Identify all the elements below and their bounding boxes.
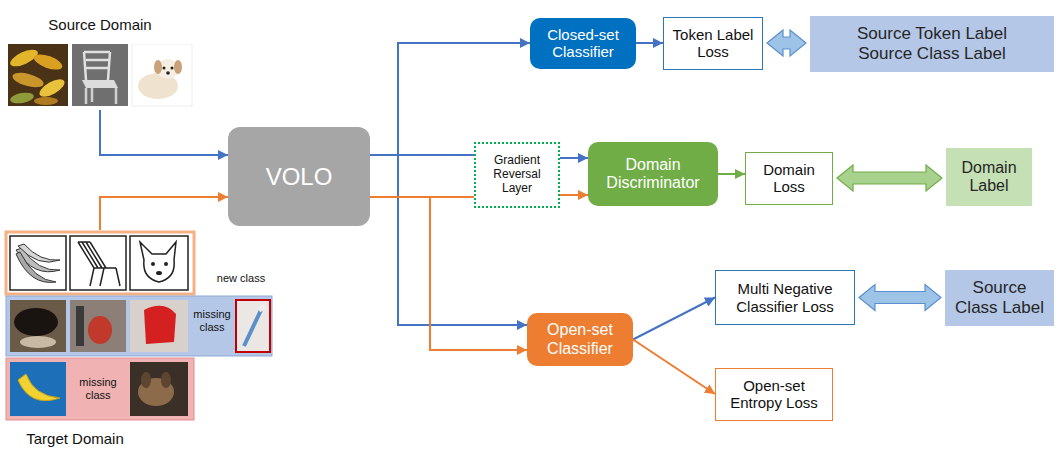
box-text: Domain Label: [952, 159, 1026, 196]
box-text: Domain Discriminator: [594, 156, 712, 193]
label-box: Domain Label: [946, 148, 1032, 206]
flow-arrow: [370, 197, 527, 350]
illustration-shape: [6, 358, 194, 420]
backbone-box: VOLO: [228, 127, 370, 226]
illustration-shape: [8, 44, 68, 106]
box-text: Gradient Reversal Layer: [481, 154, 553, 195]
illustration-shape: [244, 308, 262, 346]
flow-arrow: [100, 110, 228, 155]
box-text: Multi Negative Classifier Loss: [722, 280, 848, 315]
box-text: VOLO: [266, 163, 333, 191]
illustration-shape: [6, 296, 272, 356]
illustration-shape: [132, 44, 192, 106]
illustration-shape: [236, 300, 270, 352]
illustration-shape: [70, 236, 126, 290]
flow-arrow: [718, 173, 745, 175]
illustration-shape: [32, 51, 64, 73]
flow-arrow: [560, 157, 588, 159]
illustration-shape: [37, 76, 67, 100]
illustration-shape: [130, 300, 188, 352]
loss-box: Domain Loss: [745, 152, 833, 205]
illustration-shape: [16, 252, 56, 282]
box-text: Closed-set Classifier: [536, 26, 630, 61]
illustration-shape: [18, 374, 60, 401]
illustration-shape: [10, 300, 66, 352]
source-image-group: Source Domain: [6, 16, 194, 110]
illustration-shape: [130, 362, 188, 416]
illustration-shape: [78, 242, 120, 286]
target-image-group: new class missing class missing classTarge…: [4, 230, 274, 452]
illustration-shape: [163, 67, 166, 70]
illustration-shape: [259, 306, 266, 310]
loss-box: Token Label Loss: [663, 17, 763, 70]
illustration-shape: [171, 67, 174, 70]
illustration-shape: [10, 236, 66, 290]
text-holder: Source Domain: [6, 16, 194, 33]
illustration-shape: [11, 70, 45, 90]
illustration-shape: [20, 336, 56, 348]
illustration-shape: [174, 60, 182, 74]
illustration-shape: [72, 44, 128, 106]
illustration-shape: [130, 236, 188, 290]
illustration-shape: [34, 97, 58, 105]
layer-box: Gradient Reversal Layer: [474, 142, 560, 208]
box-text: Open-set Entropy Loss: [722, 377, 826, 412]
box-text: Source Class Label: [858, 44, 1005, 64]
illustration-shape: [144, 306, 176, 344]
illustration-shape: [14, 308, 58, 336]
target-images: [4, 230, 274, 452]
discriminator-box: Domain Discriminator: [588, 142, 718, 206]
illustration-shape: [140, 242, 176, 282]
loss-box: Open-set Entropy Loss: [715, 368, 833, 421]
group-heading: Target Domain: [4, 430, 146, 447]
illustration-shape: [10, 362, 66, 416]
flow-arrow: [560, 194, 588, 196]
illustration-shape: [70, 300, 126, 352]
label-box: Source Token LabelSource Class Label: [810, 16, 1054, 72]
classifier-box: Closed-set Classifier: [530, 18, 636, 69]
box-text: Open-set Classifier: [533, 321, 627, 358]
group-heading: Source Domain: [6, 16, 194, 33]
class-note: missing class: [188, 308, 236, 333]
illustration-shape: [76, 306, 84, 346]
label-box: Source Class Label: [945, 270, 1054, 326]
double-block-arrow: [837, 165, 942, 191]
illustration-shape: [84, 52, 110, 80]
illustration-shape: [166, 71, 170, 75]
box-text: Domain Loss: [752, 161, 826, 196]
classifier-box: Open-set Classifier: [527, 313, 633, 366]
source-images: [6, 44, 194, 108]
illustration-shape: [141, 372, 151, 388]
box-text: Source Token Label: [857, 24, 1007, 44]
illustration-shape: [151, 262, 155, 266]
flow-arrow: [370, 43, 530, 155]
box-text: Source Class Label: [951, 278, 1048, 317]
double-block-arrow: [767, 30, 806, 56]
illustration-shape: [154, 60, 162, 74]
loss-box: Multi Negative Classifier Loss: [715, 270, 855, 325]
illustration-shape: [164, 262, 168, 266]
flow-arrow: [633, 298, 715, 340]
text-holder: missing class: [188, 308, 236, 333]
class-note: new class: [210, 272, 272, 285]
illustration-shape: [9, 91, 34, 105]
illustration-shape: [161, 372, 171, 388]
illustration-shape: [6, 232, 194, 294]
illustration-shape: [156, 271, 162, 275]
flow-arrow: [633, 340, 715, 395]
text-holder: new class: [210, 272, 272, 285]
double-block-arrow: [859, 285, 941, 311]
flow-arrow: [636, 42, 663, 44]
illustration-shape: [88, 316, 112, 344]
class-note: missing class: [68, 376, 128, 401]
flow-arrow: [100, 197, 228, 230]
text-holder: missing class: [68, 376, 128, 401]
box-text: Token Label Loss: [670, 26, 756, 61]
text-holder: Target Domain: [4, 430, 146, 447]
illustration-shape: [82, 80, 118, 88]
illustration-shape: [86, 88, 116, 104]
